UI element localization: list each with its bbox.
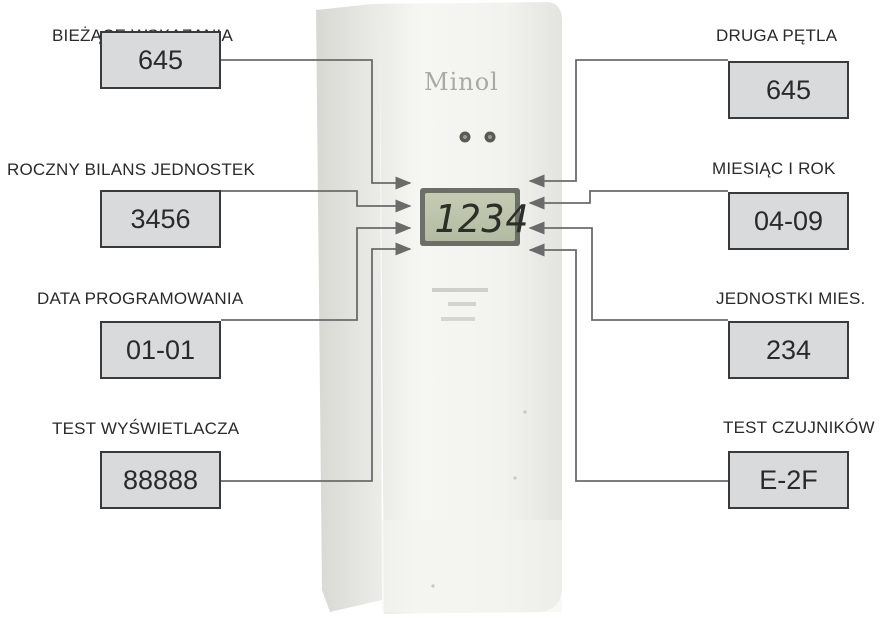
connector-left-3	[221, 221, 412, 321]
value-box-programming-date: 01-01	[100, 321, 221, 379]
connector-left-1	[221, 59, 412, 190]
label-month-year: MIESIĄC I ROK	[712, 159, 836, 178]
value-box-display-test: 88888	[100, 451, 221, 509]
lcd-display: 1234	[420, 188, 530, 246]
label-display-test: TEST WYŚWIETLACZA	[52, 419, 240, 438]
label-second-loop: DRUGA PĘTLA	[716, 26, 838, 45]
meter-body: Minol	[316, 2, 562, 614]
lcd-readout: 1234	[434, 197, 530, 241]
connector-left-2	[221, 190, 412, 213]
value-box-month-year: 04-09	[728, 192, 849, 250]
value-box-annual-balance: 3456	[100, 190, 221, 248]
label-monthly-units: JEDNOSTKI MIES.	[716, 289, 866, 308]
value-box-sensor-test: E-2F	[728, 451, 849, 509]
value-box-monthly-units: 234	[728, 321, 849, 379]
label-annual-balance: ROCZNY BILANS JEDNOSTEK	[7, 160, 256, 179]
label-sensor-test: TEST CZUJNIKÓW	[723, 418, 875, 437]
value-box-second-loop: 645	[728, 61, 849, 119]
left-connectors	[221, 59, 412, 482]
right-connectors	[528, 59, 728, 482]
brand-logo: Minol	[424, 68, 499, 96]
label-programming-date: DATA PROGRAMOWANIA	[37, 289, 244, 308]
connector-right-2	[528, 190, 728, 210]
connector-right-3	[528, 221, 728, 321]
connector-right-1	[528, 59, 728, 188]
connector-right-4	[528, 243, 728, 482]
value-box-current-reading: 645	[100, 31, 221, 89]
connector-left-4	[221, 242, 412, 482]
